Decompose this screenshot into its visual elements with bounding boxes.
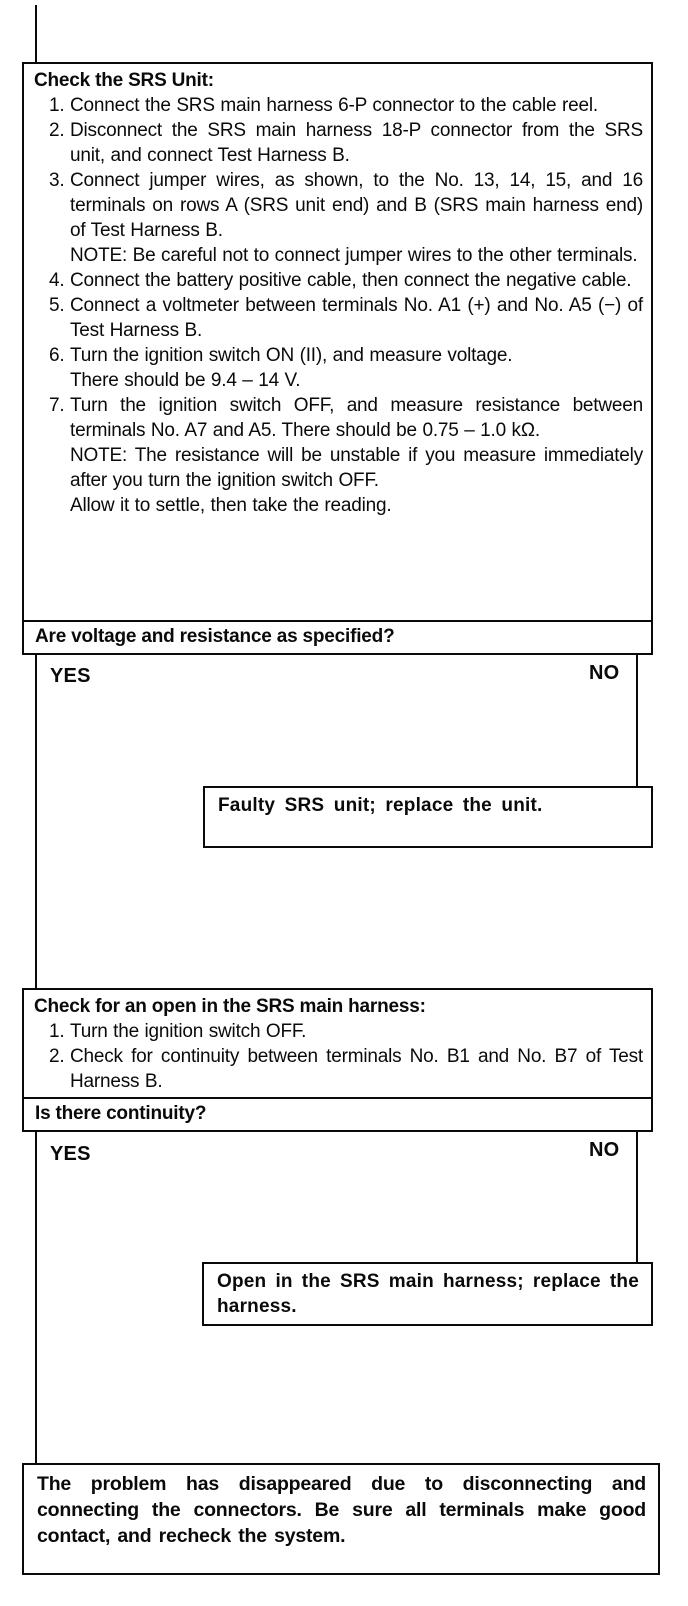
result2-box: Open in the SRS main harness; replace th… — [202, 1262, 653, 1326]
no-connector-line-1 — [636, 653, 638, 788]
question1-label: Are voltage and resistance as specified? — [35, 625, 395, 647]
step2-box: Check for an open in the SRS main harnes… — [22, 988, 653, 1099]
list-item: Turn the ignition switch OFF. — [70, 1019, 643, 1044]
step2-list: Turn the ignition switch OFF. Check for … — [34, 1019, 643, 1094]
yes-label-1: YES — [50, 665, 91, 687]
list-item: Check for continuity between terminals N… — [70, 1044, 643, 1094]
question1-box: Are voltage and resistance as specified? — [22, 620, 653, 655]
entry-connector-line — [35, 5, 37, 62]
question2-label: Is there continuity? — [35, 1102, 207, 1124]
step1-box: Check the SRS Unit: Connect the SRS main… — [22, 62, 653, 622]
step2-title: Check for an open in the SRS main harnes… — [34, 996, 426, 1017]
yes-label-2: YES — [50, 1143, 91, 1165]
list-item: Connect the SRS main harness 6-P connect… — [70, 93, 643, 118]
no-label-1: NO — [589, 662, 620, 684]
list-item: Connect jumper wires, as shown, to the N… — [70, 168, 643, 268]
list-item: Turn the ignition switch ON (II), and me… — [70, 343, 643, 393]
yes-connector-line-2 — [35, 1130, 37, 1465]
result1-label: Faulty SRS unit; replace the unit. — [218, 795, 543, 816]
step1-title: Check the SRS Unit: — [34, 70, 214, 91]
list-item: Connect a voltmeter between terminals No… — [70, 293, 643, 343]
list-item: Turn the ignition switch OFF, and measur… — [70, 393, 643, 518]
list-item: Disconnect the SRS main harness 18-P con… — [70, 118, 643, 168]
conclusion-box: The problem has disappeared due to disco… — [22, 1463, 660, 1575]
step1-list: Connect the SRS main harness 6-P connect… — [34, 93, 643, 518]
no-label-2: NO — [589, 1139, 620, 1161]
conclusion-text: The problem has disappeared due to disco… — [37, 1473, 646, 1547]
result2-label: Open in the SRS main harness; replace th… — [217, 1271, 639, 1317]
list-item: Connect the battery positive cable, then… — [70, 268, 643, 293]
no-connector-line-2 — [636, 1130, 638, 1264]
question2-box: Is there continuity? — [22, 1097, 653, 1132]
yes-connector-line-1 — [35, 653, 37, 988]
result1-box: Faulty SRS unit; replace the unit. — [203, 786, 653, 848]
